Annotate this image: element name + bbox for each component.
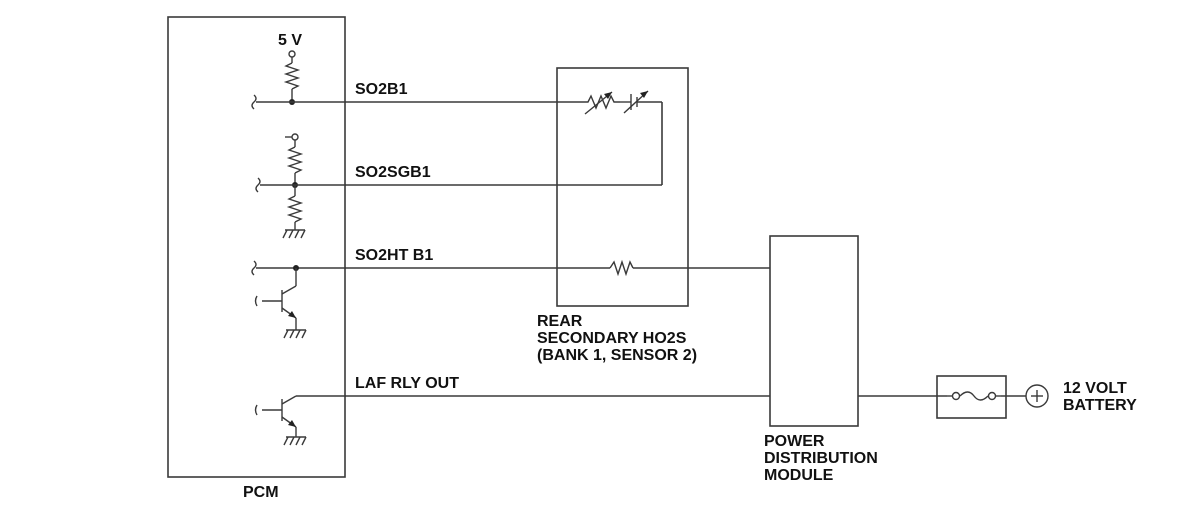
laf-rly-out-label: LAF RLY OUT (355, 375, 460, 392)
pull-up-resistor-so2sgb1 (285, 133, 304, 185)
transistor-icon (254, 268, 297, 330)
ground-icon (282, 229, 306, 239)
pull-up-resistor-so2b1 (283, 50, 301, 102)
fuse-box (936, 375, 1007, 419)
connector-break-icon (251, 260, 257, 276)
connector-break-icon (255, 177, 261, 193)
power-distribution-module-box (769, 235, 859, 427)
pull-down-resistor-so2sgb1 (286, 185, 304, 230)
rear-ho2s-label: REAR SECONDARY HO2S (BANK 1, SENSOR 2) (537, 313, 698, 364)
heater-resistor-icon (609, 259, 634, 277)
power-distribution-module-label: POWER DISTRIBUTION MODULE (764, 433, 878, 484)
ground-icon (283, 329, 307, 339)
supply-voltage-label: 5 V (278, 32, 303, 49)
fuse-icon (947, 391, 1001, 401)
battery-label: 12 VOLT BATTERY (1063, 380, 1137, 414)
pcm-label: PCM (243, 484, 279, 501)
rear-ho2s-box (556, 67, 689, 307)
ground-icon (283, 436, 307, 446)
so2sgb1-label: SO2SGB1 (355, 164, 431, 181)
variable-resistor-icon (580, 91, 620, 115)
connector-break-icon (251, 94, 257, 110)
variable-voltage-source-icon (620, 90, 662, 114)
so2htb1-label: SO2HT B1 (355, 247, 434, 264)
transistor-icon (254, 395, 346, 437)
pcm-box (167, 16, 346, 478)
battery-positive-icon (1025, 384, 1049, 408)
so2b1-label: SO2B1 (355, 81, 408, 98)
